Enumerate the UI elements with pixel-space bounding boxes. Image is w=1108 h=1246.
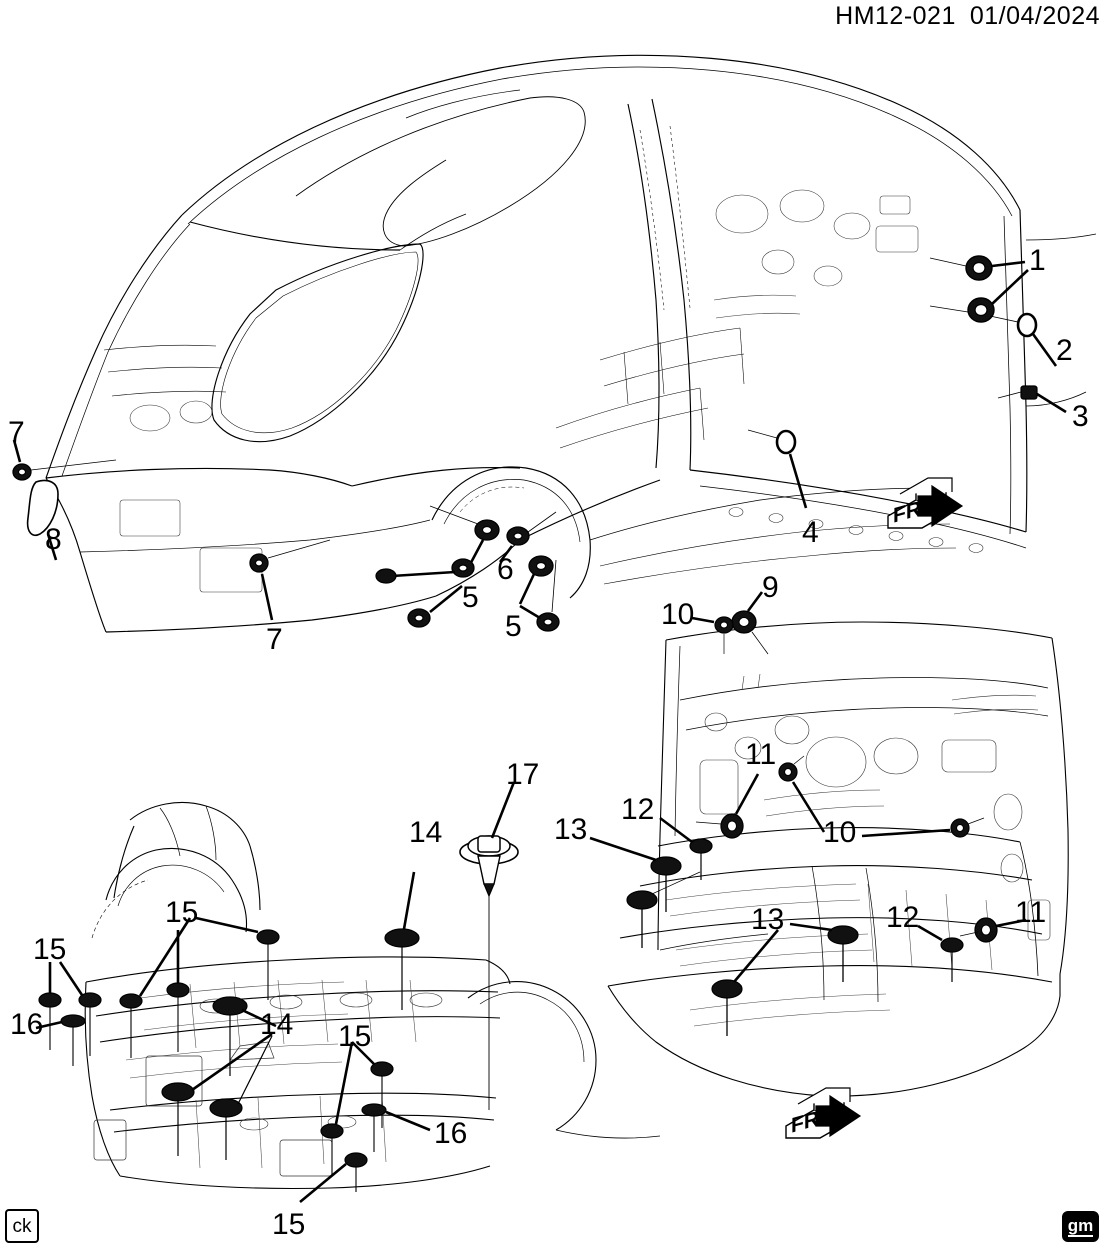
frt-arrow-upper <box>887 477 964 529</box>
part-plug-3 <box>997 385 1067 414</box>
gm-logo-text: gm <box>1067 1215 1094 1237</box>
part-plug-2 <box>989 312 1058 367</box>
part-plug-16b <box>361 1103 431 1152</box>
view-underbody-floor-pan <box>35 781 661 1204</box>
part-plug-5e <box>518 555 554 605</box>
drawing-number: HM12-021 <box>835 2 956 30</box>
part-plug-10c <box>861 817 985 838</box>
part-plug-5c <box>407 584 463 628</box>
part-plug-13c <box>789 922 859 982</box>
callout-7-a: 7 <box>8 416 25 449</box>
part-plug-13b <box>626 871 701 948</box>
callout-5-b: 5 <box>505 610 522 643</box>
callout-15-d: 15 <box>272 1208 306 1241</box>
callout-7-b: 7 <box>266 623 283 656</box>
part-plug-10b <box>778 755 826 833</box>
part-plug-7b <box>249 539 331 621</box>
drawing-header: HM12-021 01/04/2024 <box>835 2 1100 31</box>
frt-arrow-lower <box>785 1087 862 1139</box>
part-plug-6 <box>498 511 557 563</box>
callout-15-a: 15 <box>165 896 199 929</box>
part-plug-15d <box>58 961 102 1056</box>
part-plug-13a <box>589 836 682 912</box>
part-plug-9 <box>731 591 769 655</box>
part-plug-15b <box>119 917 192 1058</box>
part-plug-15h <box>299 1152 368 1204</box>
callout-16-a: 16 <box>10 1008 44 1041</box>
part-plug-13d <box>711 929 779 1036</box>
callout-5-a: 5 <box>462 581 479 614</box>
callout-1: 1 <box>1029 244 1046 277</box>
part-plug-5d <box>519 559 560 632</box>
callout-10-b: 10 <box>823 816 857 849</box>
part-plug-15c <box>166 930 190 1052</box>
part-retainer-17 <box>459 781 519 1110</box>
callout-11-a: 11 <box>745 738 777 771</box>
callout-12-b: 12 <box>886 901 920 934</box>
callout-9: 9 <box>762 571 779 604</box>
view-dash-floor-rear <box>589 591 1069 1097</box>
part-plug-4 <box>747 429 808 509</box>
part-plug-16a <box>35 1014 86 1066</box>
callout-3: 3 <box>1072 400 1089 433</box>
drawing-date: 01/04/2024 <box>969 2 1100 30</box>
callout-2: 2 <box>1056 334 1073 367</box>
part-plug-12a <box>659 816 713 880</box>
part-plug-15e <box>38 962 62 1050</box>
part-plug-14a <box>384 871 420 1010</box>
part-plug-14b <box>212 996 277 1076</box>
callout-17: 17 <box>506 758 540 791</box>
callout-4: 4 <box>802 516 819 549</box>
part-plug-12b <box>917 924 964 982</box>
gm-logo: gm <box>1062 1211 1099 1242</box>
part-plug-14c <box>161 1032 273 1156</box>
callout-13-a: 13 <box>554 813 588 846</box>
callout-13-b: 13 <box>751 903 785 936</box>
part-plug-1 <box>929 255 1026 281</box>
part-plug-11a <box>695 773 760 839</box>
sheet-code-box: ck <box>5 1209 39 1243</box>
part-plug-14d <box>209 1035 273 1160</box>
callout-11-b: 11 <box>1015 896 1047 929</box>
part-plug-1b <box>929 269 1029 323</box>
callout-10-a: 10 <box>661 598 695 631</box>
part-plug-7a <box>12 439 117 481</box>
part-plug-15a <box>195 916 280 1000</box>
part-plug-5b <box>375 558 475 584</box>
callout-15-b: 15 <box>33 933 67 966</box>
callout-14-b: 14 <box>260 1008 294 1041</box>
callout-6: 6 <box>497 553 514 586</box>
view-body-shell-side <box>12 54 1097 633</box>
part-plug-15f <box>351 1041 394 1128</box>
callout-16-b: 16 <box>434 1117 468 1150</box>
part-cover-8 <box>26 479 59 561</box>
part-plug-15g <box>320 1041 354 1174</box>
callout-14-a: 14 <box>409 816 443 849</box>
sheet-code-text: ck <box>12 1215 32 1237</box>
callout-12-a: 12 <box>621 793 655 826</box>
part-plug-11b <box>959 917 1027 943</box>
callout-8: 8 <box>45 523 62 556</box>
callout-15-c: 15 <box>338 1020 372 1053</box>
part-plug-10a <box>691 616 734 654</box>
